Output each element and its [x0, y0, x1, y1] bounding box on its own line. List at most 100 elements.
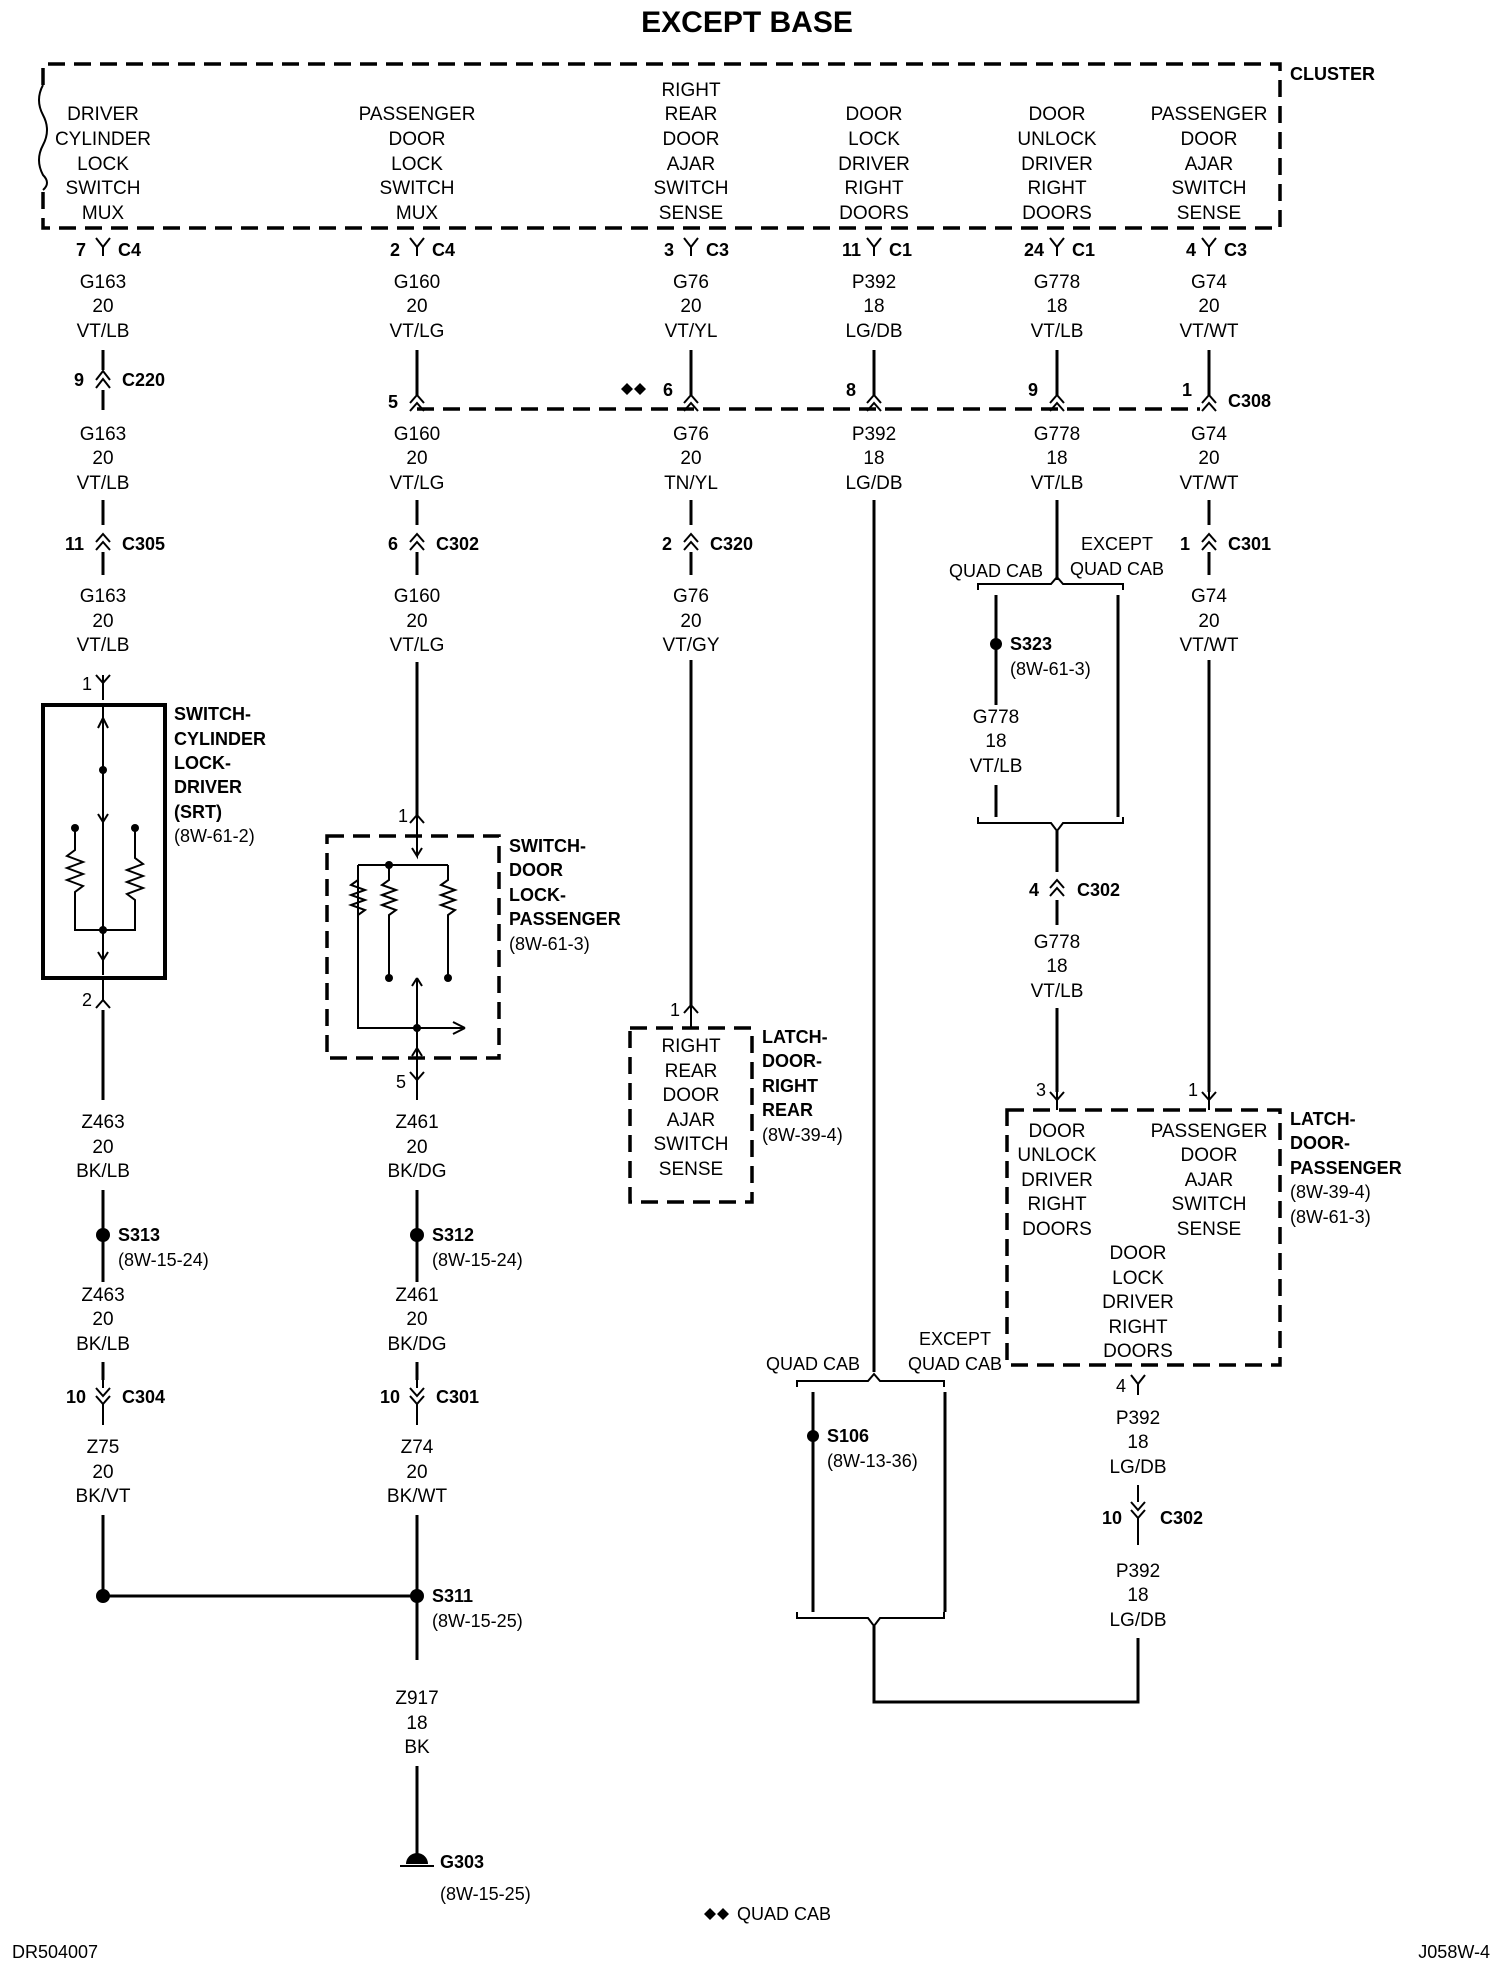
svg-text:18: 18	[1046, 448, 1067, 469]
svg-text:C302: C302	[436, 534, 479, 554]
svg-text:20: 20	[92, 1137, 113, 1158]
svg-text:P392: P392	[1116, 1561, 1160, 1582]
svg-text:LG/DB: LG/DB	[845, 473, 902, 494]
svg-text:P392: P392	[1116, 1408, 1160, 1429]
connector-c301-b: 10 C301	[380, 1380, 479, 1425]
latch-door-passenger-label: LATCH- DOOR- PASSENGER (8W-39-4) (8W-61-…	[1290, 1109, 1402, 1227]
svg-text:C301: C301	[1228, 534, 1271, 554]
svg-text:20: 20	[406, 1309, 427, 1330]
svg-text:PASSENGER: PASSENGER	[1151, 1121, 1268, 1142]
svg-text:UNLOCK: UNLOCK	[1017, 1145, 1097, 1166]
svg-text:VT/LB: VT/LB	[1031, 981, 1084, 1002]
svg-text:G163: G163	[80, 272, 126, 293]
option-split-p392-top: QUAD CAB EXCEPT QUAD CAB	[766, 1329, 1002, 1387]
svg-text:VT/LB: VT/LB	[1031, 321, 1084, 342]
svg-text:9: 9	[1028, 380, 1038, 400]
svg-text:(8W-39-4): (8W-39-4)	[762, 1125, 843, 1145]
svg-text:DOOR: DOOR	[1181, 1145, 1238, 1166]
svg-text:C302: C302	[1160, 1508, 1203, 1528]
svg-text:REAR: REAR	[665, 1061, 718, 1082]
svg-text:C308: C308	[1228, 391, 1271, 411]
connector-c220: 9 C220	[74, 369, 165, 390]
connector-c308: 5 6 8 9 1 C308	[388, 380, 1271, 412]
svg-text:QUAD CAB: QUAD CAB	[766, 1354, 860, 1374]
svg-text:P392: P392	[852, 424, 896, 445]
cluster-pin-0: 7 C4	[76, 237, 141, 260]
svg-text:6: 6	[663, 380, 673, 400]
svg-text:BK/LB: BK/LB	[76, 1161, 130, 1182]
cluster-pin-1: 2 C4	[390, 237, 455, 260]
connector-c305: 11 C305	[65, 532, 165, 554]
svg-text:5: 5	[388, 392, 398, 412]
svg-text:C1: C1	[1072, 240, 1095, 260]
svg-text:18: 18	[1046, 296, 1067, 317]
svg-text:S312: S312	[432, 1225, 474, 1245]
svg-text:S311: S311	[432, 1586, 473, 1606]
svg-text:20: 20	[1198, 296, 1219, 317]
svg-text:TN/YL: TN/YL	[664, 473, 718, 494]
svg-text:DOOR: DOOR	[509, 860, 563, 880]
svg-text:20: 20	[680, 611, 701, 632]
splice-s311-left	[96, 1589, 110, 1603]
svg-text:Z917: Z917	[395, 1688, 438, 1709]
svg-text:CYLINDER: CYLINDER	[174, 729, 266, 749]
svg-text:1: 1	[1182, 380, 1192, 400]
svg-text:DOORS: DOORS	[1022, 1219, 1092, 1240]
splice-s106: S106 (8W-13-36)	[807, 1426, 918, 1471]
svg-text:C3: C3	[1224, 240, 1247, 260]
svg-text:BK/DG: BK/DG	[387, 1161, 446, 1182]
svg-text:1: 1	[1188, 1080, 1198, 1100]
connector-c304: 10 C304	[66, 1380, 165, 1425]
svg-text:DOOR: DOOR	[1029, 1121, 1086, 1142]
svg-text:2: 2	[662, 534, 672, 554]
svg-text:S313: S313	[118, 1225, 160, 1245]
svg-text:(8W-15-24): (8W-15-24)	[118, 1250, 209, 1270]
svg-text:20: 20	[92, 296, 113, 317]
svg-text:10: 10	[66, 1387, 86, 1407]
svg-text:SENSE: SENSE	[1177, 1219, 1241, 1240]
svg-text:QUAD CAB: QUAD CAB	[1070, 559, 1164, 579]
svg-text:18: 18	[863, 448, 884, 469]
svg-text:G778: G778	[1034, 272, 1080, 293]
svg-text:S323: S323	[1010, 634, 1052, 654]
svg-text:DRIVER: DRIVER	[1021, 1170, 1093, 1191]
cluster-pin-label-0: DRIVER CYLINDER LOCK SWITCH MUX	[55, 104, 151, 224]
svg-text:QUAD CAB: QUAD CAB	[949, 561, 1043, 581]
cluster-pin-label-1: PASSENGER DOOR LOCK SWITCH MUX	[359, 104, 476, 224]
svg-text:10: 10	[1102, 1508, 1122, 1528]
option-merge-g778	[977, 817, 1124, 833]
svg-text:G74: G74	[1191, 586, 1227, 607]
svg-text:C301: C301	[436, 1387, 479, 1407]
footnote-quad-cab: QUAD CAB	[704, 1904, 831, 1924]
svg-text:Z75: Z75	[87, 1437, 120, 1458]
svg-text:UNLOCK: UNLOCK	[1017, 129, 1097, 150]
connector-c302-c: 10 C302	[1102, 1485, 1203, 1545]
option-merge-p392	[796, 1612, 945, 1628]
svg-text:G76: G76	[673, 586, 709, 607]
svg-text:20: 20	[1198, 611, 1219, 632]
svg-text:Z461: Z461	[395, 1285, 438, 1306]
svg-text:LOCK: LOCK	[77, 154, 129, 175]
svg-text:20: 20	[680, 448, 701, 469]
svg-text:BK/VT: BK/VT	[76, 1486, 131, 1507]
svg-text:20: 20	[680, 296, 701, 317]
svg-text:PASSENGER: PASSENGER	[509, 909, 621, 929]
svg-text:PASSENGER: PASSENGER	[359, 104, 476, 125]
svg-text:3: 3	[664, 240, 674, 260]
svg-text:(8W-61-3): (8W-61-3)	[1290, 1207, 1371, 1227]
svg-text:SWITCH: SWITCH	[380, 178, 455, 199]
quad-cab-marker-icon	[621, 383, 646, 395]
svg-text:1: 1	[82, 674, 92, 694]
splice-s323: S323 (8W-61-3)	[990, 634, 1091, 679]
svg-text:VT/GY: VT/GY	[662, 635, 719, 656]
svg-text:4: 4	[1029, 880, 1039, 900]
